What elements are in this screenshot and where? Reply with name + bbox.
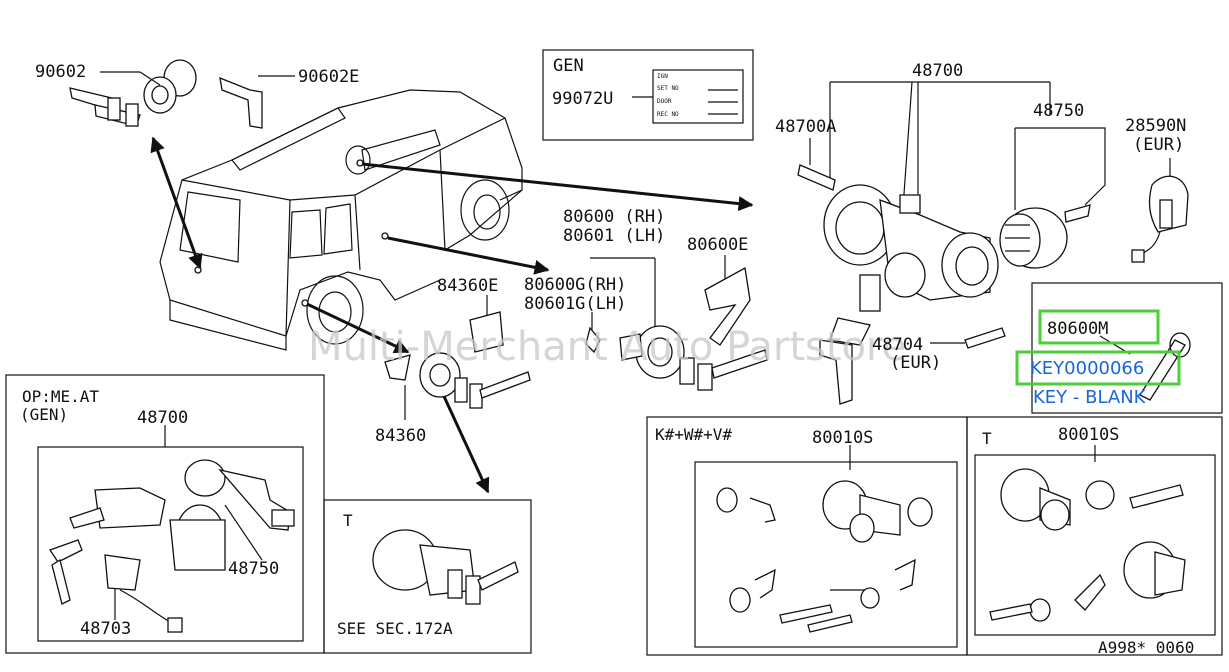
part-28590n-drawing [1131,175,1189,263]
gen-row-4: REC NO [657,111,679,118]
label-48700[interactable]: 48700 [912,61,963,81]
kwv-title: K#+W#+V# [655,425,732,444]
label-eur-48704: (EUR) [890,353,941,373]
label-t-80010s[interactable]: 80010S [1058,425,1119,445]
label-80600e[interactable]: 80600E [687,235,748,255]
gen-row-2: SET NO [657,85,679,92]
kwv-box [646,416,968,656]
key-blank-link[interactable]: KEY - BLANK [1033,387,1147,408]
option-gen: (GEN) [20,405,68,424]
label-80600g-rh[interactable]: 80600G(RH) [524,275,626,295]
vehicle-arrows [150,136,754,494]
option-title: OP:ME.AT [22,387,99,406]
label-option-48750[interactable]: 48750 [228,559,279,579]
gen-title: GEN [553,56,584,76]
part-90602e-drawing [219,75,295,129]
label-90602[interactable]: 90602 [35,62,86,82]
label-84360e[interactable]: 84360E [437,276,498,296]
part-80600e-drawing [704,266,751,346]
label-80600m[interactable]: 80600M [1047,319,1108,339]
t-box-sec172a [323,499,532,654]
label-80600-rh[interactable]: 80600 (RH) [563,207,665,227]
label-80601g-lh[interactable]: 80601G(LH) [524,294,626,314]
gen-row-3: DOOR [657,98,672,105]
label-48704[interactable]: 48704 [872,335,923,355]
diagram-code: A998* 0060 [1098,638,1194,657]
label-48750[interactable]: 48750 [1033,101,1084,121]
part-48750-drawing [999,204,1091,269]
t-box-80010s [966,416,1223,656]
label-84360[interactable]: 84360 [375,426,426,446]
label-99072u[interactable]: 99072U [552,89,613,109]
part-84360-drawing [384,352,531,409]
label-kwv-80010s[interactable]: 80010S [812,428,873,448]
part-84360e-drawing [469,311,504,353]
t-box-title: T [343,511,353,530]
key-code-link[interactable]: KEY0000066 [1030,358,1144,379]
label-90602e[interactable]: 90602E [298,67,359,87]
door-lock-80600-drawing [585,325,768,391]
t-box-2-title: T [982,429,992,448]
label-28590n[interactable]: 28590N [1125,116,1186,136]
label-eur-28590n: (EUR) [1133,135,1184,155]
label-48700a[interactable]: 48700A [775,117,836,137]
gen-label-box [542,49,754,141]
part-48704-drawing [930,327,1006,349]
highlight-key-code [1015,350,1181,386]
vehicle-outline [159,89,523,351]
gen-row-1: IGN [657,73,668,80]
watermark: Multi-Merchant Auto Partstore [308,324,906,370]
callout-80600-lines [404,255,726,420]
see-sec-172a-link[interactable]: SEE SEC.172A [337,619,453,638]
label-option-48700[interactable]: 48700 [137,408,188,428]
highlight-80600m [1038,309,1160,345]
label-option-48703[interactable]: 48703 [80,619,131,639]
ignition-48700-drawing [797,164,999,405]
part-90602-drawing [69,59,197,127]
label-80601-lh[interactable]: 80601 (LH) [563,226,665,246]
option-ignition-drawing [48,459,295,633]
